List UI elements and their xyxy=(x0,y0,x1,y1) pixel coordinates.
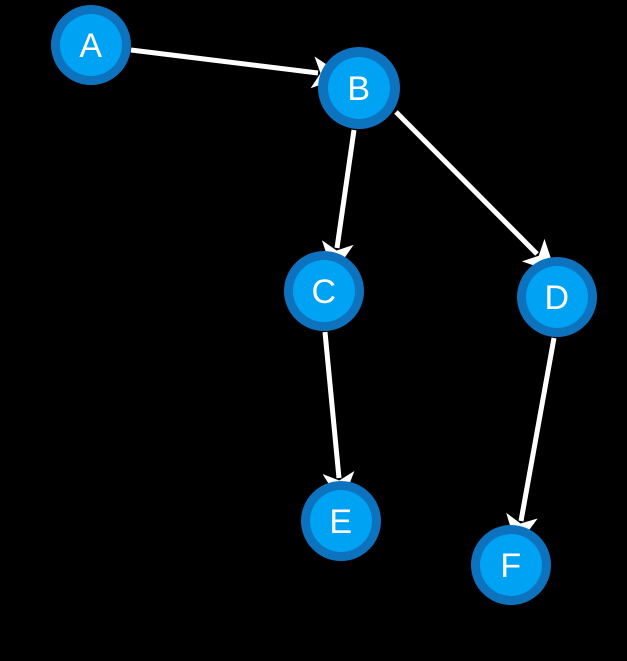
node-b-fill xyxy=(328,57,390,119)
node-d-fill xyxy=(526,266,588,328)
node-e[interactable]: E xyxy=(301,481,381,561)
node-f-fill xyxy=(480,534,542,596)
edge-layer xyxy=(130,47,557,548)
edge-b-to-c xyxy=(321,129,357,275)
node-a-label: A xyxy=(79,27,102,65)
edge-c-to-e xyxy=(322,331,355,505)
node-d-label: D xyxy=(544,279,569,317)
node-b-label: B xyxy=(347,70,370,108)
node-b[interactable]: B xyxy=(318,47,400,129)
node-e-label: E xyxy=(329,503,352,541)
node-layer: A B C D E xyxy=(51,5,597,605)
node-c-fill xyxy=(293,260,355,322)
edge-d-to-f xyxy=(506,337,557,548)
edge-a-to-b xyxy=(130,47,345,89)
node-c[interactable]: C xyxy=(284,251,364,331)
node-a[interactable]: A xyxy=(51,5,131,85)
node-e-fill xyxy=(310,490,372,552)
node-d[interactable]: D xyxy=(517,257,597,337)
node-f-label: F xyxy=(500,547,521,585)
node-a-fill xyxy=(60,14,122,76)
edge-b-to-d xyxy=(394,110,556,273)
node-c-label: C xyxy=(311,273,336,311)
node-f[interactable]: F xyxy=(471,525,551,605)
